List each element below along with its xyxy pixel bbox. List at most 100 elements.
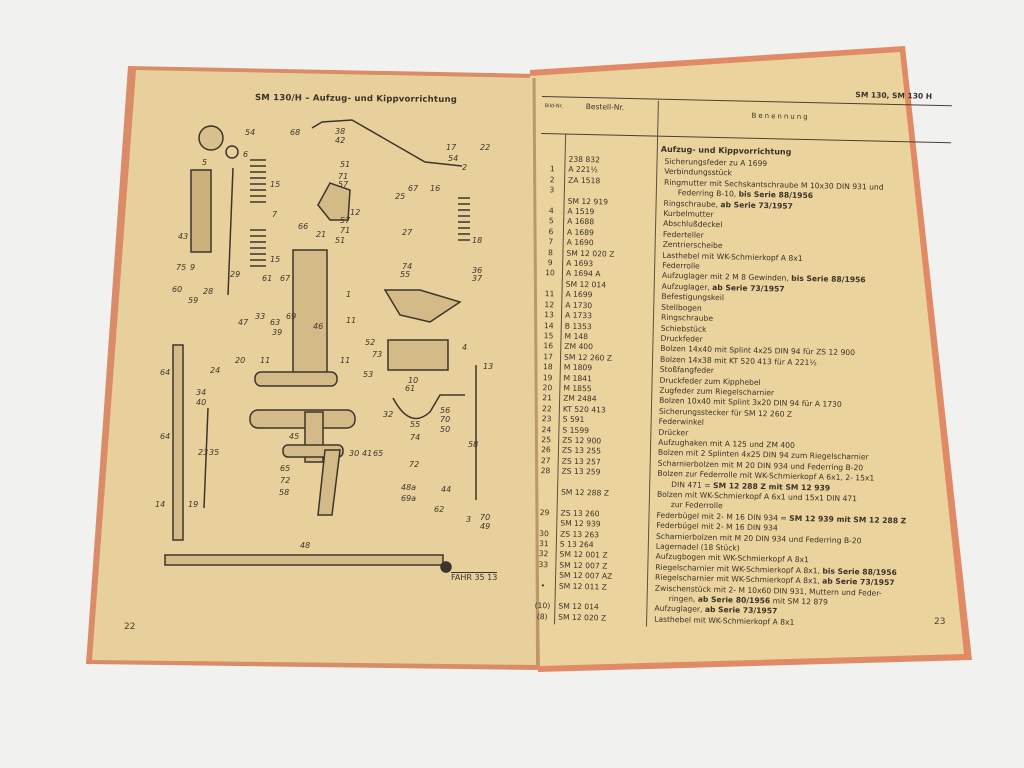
part-callout: 72 <box>409 460 420 469</box>
bild-nr: 6 <box>548 227 554 237</box>
bild-nr <box>532 518 556 529</box>
part-callout: 52 <box>365 338 376 347</box>
bild-nr: 8 <box>547 247 553 257</box>
part-callout: 70 <box>440 415 451 424</box>
part-callout: 11 <box>346 316 357 325</box>
bild-nr: 7 <box>548 237 554 247</box>
part-callout: 41 <box>362 449 373 458</box>
part-callout: 63 <box>270 318 281 327</box>
part-callout: 15 <box>270 255 281 264</box>
description-suffix: mit SM 12 879 <box>770 596 829 607</box>
bild-nr: 10 <box>545 268 555 278</box>
part-callout: 73 <box>372 350 383 359</box>
page-number-left: 22 <box>124 622 136 632</box>
part-callout: 57 <box>340 216 351 225</box>
part-callout: 38 <box>335 127 346 136</box>
bild-nr <box>533 476 557 487</box>
part-callout: 39 <box>272 328 283 337</box>
part-callout: 69a <box>401 494 417 503</box>
part-callout: 64 <box>160 432 171 441</box>
part-callout: 74 <box>402 262 413 271</box>
part-callout: 64 <box>160 368 171 377</box>
part-callout: 46 <box>313 322 324 331</box>
bild-nr: 18 <box>542 362 553 372</box>
part-callout: 54 <box>245 128 256 137</box>
parts-table: SM 130, SM 130 H Bild-Nr. Bestell-Nr. Be… <box>530 90 952 631</box>
part-bracket <box>292 249 328 381</box>
part-callout: 3 <box>466 515 472 524</box>
description-text: Stoßfangfeder <box>659 364 715 376</box>
part-callout: 30 <box>349 449 360 458</box>
part-callout: 54 <box>448 154 459 163</box>
serial-note: ab Serie 80/1956 <box>697 594 771 606</box>
part-callout: 36 <box>472 266 483 275</box>
bild-nr: 19 <box>542 372 553 382</box>
header-bestell-nr: Bestell-Nr. <box>585 101 625 112</box>
bild-nr: 12 <box>544 299 555 310</box>
diagram-title: SM 130/H – Aufzug- und Kippvorrichtung <box>254 92 458 106</box>
part-callout: 48a <box>401 483 417 492</box>
part-callout: 60 <box>172 285 183 294</box>
part-callout: 40 <box>196 398 207 407</box>
part-callout: 75 <box>176 263 187 272</box>
part-callout: 33 <box>255 312 266 321</box>
part-callout: 68 <box>290 128 301 137</box>
serial-note: bis Serie 88/1956 <box>791 274 866 285</box>
bild-nr <box>533 487 557 498</box>
part-callout: 43 <box>178 232 189 241</box>
part-lever <box>383 289 462 323</box>
part-crank-rod <box>311 119 463 167</box>
header-bild-nr: Bild-Nr. <box>544 103 563 110</box>
bild-nr: 29 <box>539 507 550 518</box>
description-text: Federring B-10, <box>677 188 739 199</box>
part-callout: 12 <box>350 208 361 217</box>
part-callout: 58 <box>279 488 290 497</box>
bild-nr: 21 <box>542 393 553 403</box>
part-tension-spring <box>458 197 470 241</box>
description-text: Schiebstück <box>660 323 707 334</box>
right-page-paper <box>530 52 964 666</box>
description-text: Druckfeder zum Kipphebel <box>659 375 761 387</box>
part-callout: 71 <box>340 226 351 235</box>
part-callout: 7 <box>272 210 278 219</box>
part-rod <box>227 167 234 296</box>
part-callout: 61 <box>405 384 416 393</box>
bestell-nr: SM 12 020 Z <box>558 612 607 623</box>
part-callout: 51 <box>340 160 351 169</box>
description-text: Ringschraube <box>660 312 714 324</box>
part-callout: 11 <box>340 356 351 365</box>
bild-nr: 3 <box>549 185 555 195</box>
bild-nr: 27 <box>540 455 551 466</box>
part-callout: 42 <box>335 136 346 145</box>
bild-nr: 26 <box>541 445 551 455</box>
bild-nr: 2 <box>549 175 555 185</box>
bild-nr: (10) <box>534 601 551 611</box>
description-text: Federwinkel <box>658 416 705 427</box>
part-callout: 1 <box>346 290 352 299</box>
part-callout: 55 <box>400 270 411 279</box>
part-callout: 4 <box>462 343 468 352</box>
part-callout: 34 <box>196 388 207 397</box>
bild-nr: 5 <box>548 216 554 226</box>
part-callout: 72 <box>280 476 291 485</box>
part-callout: 35 <box>209 448 220 457</box>
description-text: Drücker <box>658 427 689 437</box>
part-callout: 69 <box>286 312 297 321</box>
part-roller <box>440 561 452 573</box>
bild-nr <box>531 591 555 602</box>
part-plate <box>317 182 351 221</box>
part-callout: 14 <box>155 500 166 509</box>
part-callout: 45 <box>289 432 300 441</box>
bild-nr <box>538 279 562 290</box>
description-text: Abschlußdeckel <box>663 219 723 230</box>
description-text: Sicherungsfeder zu A 1699 <box>664 156 768 169</box>
part-callout: 27 <box>402 228 413 237</box>
part-long-bar <box>172 344 184 541</box>
part-callout: 65 <box>280 464 291 473</box>
part-callout: 20 <box>235 356 246 365</box>
part-callout: 65 <box>373 449 384 458</box>
part-callout: 62 <box>434 505 445 514</box>
part-crossbar <box>254 371 338 387</box>
part-callout: 29 <box>230 270 241 279</box>
